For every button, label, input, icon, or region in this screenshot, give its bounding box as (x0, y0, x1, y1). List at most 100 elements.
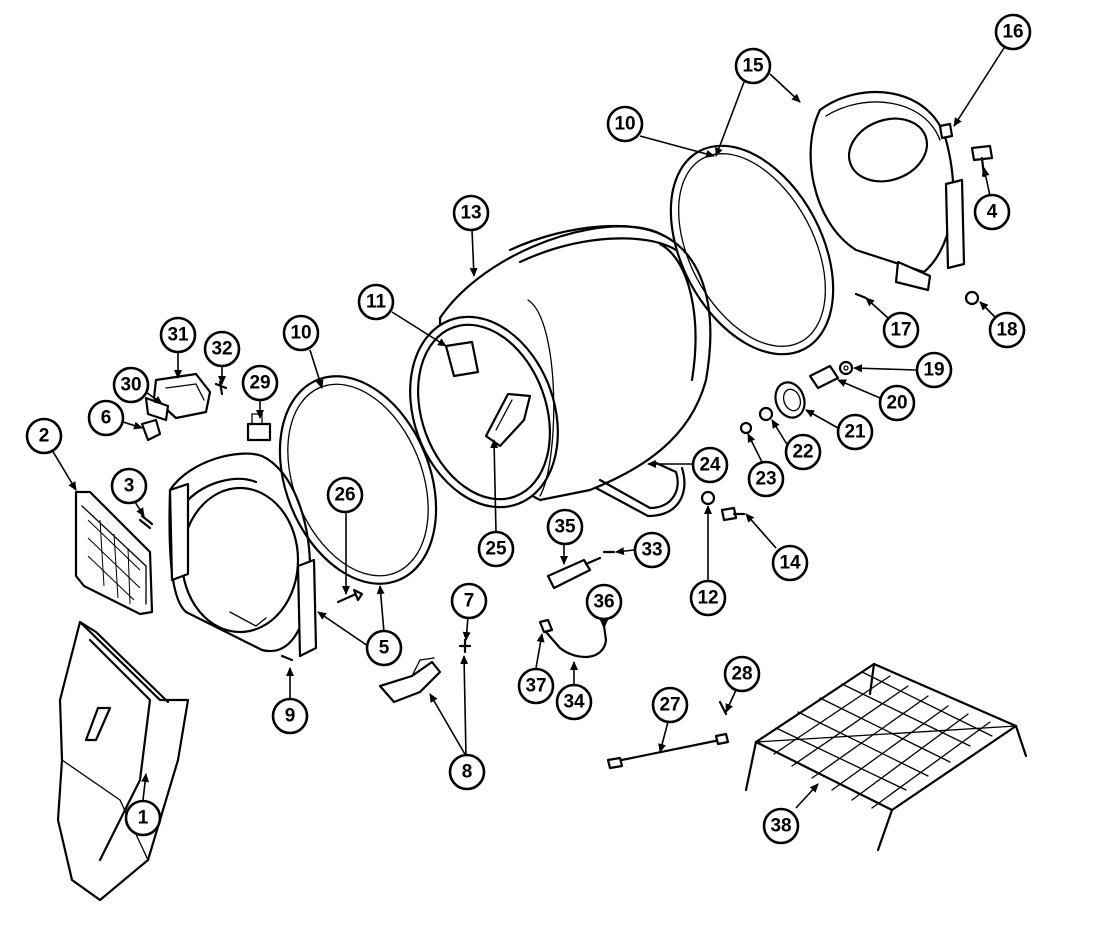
leader-3 (134, 501, 145, 517)
svg-text:1: 1 (138, 808, 149, 829)
callout-20: 20 (878, 384, 916, 422)
screw-14-part (720, 506, 746, 522)
leader-21 (805, 409, 839, 429)
svg-text:4: 4 (987, 202, 998, 223)
svg-text:27: 27 (659, 695, 680, 716)
svg-text:35: 35 (554, 517, 576, 538)
leader-5a (317, 611, 369, 647)
nut-18-part (964, 290, 980, 306)
svg-text:36: 36 (593, 592, 614, 613)
leader-8a (460, 655, 469, 757)
svg-text:28: 28 (731, 664, 752, 685)
leader-38 (795, 783, 819, 809)
callout-37: 37 (517, 667, 555, 705)
door-switch-part (144, 372, 212, 422)
callout-5: 5 (365, 629, 403, 667)
leader-37 (535, 633, 545, 669)
callout-38: 38 (762, 807, 800, 845)
leader-18 (979, 301, 997, 319)
lint-filter-part (74, 490, 154, 616)
callout-21: 21 (836, 413, 874, 451)
callout-7: 7 (450, 582, 488, 620)
callout-3: 3 (110, 467, 148, 505)
svg-text:2: 2 (39, 426, 50, 447)
wire-harness-part (538, 618, 608, 659)
callout-10-rear: 10 (606, 105, 644, 143)
leader-15a (715, 81, 745, 157)
callout-15: 15 (734, 47, 772, 85)
leader-10b (639, 135, 715, 158)
screw-26-part (336, 588, 364, 604)
svg-text:23: 23 (755, 469, 776, 490)
callout-12: 12 (689, 579, 727, 617)
roller-21-part (774, 381, 806, 419)
callout-35: 35 (546, 508, 584, 546)
svg-text:29: 29 (249, 373, 270, 394)
callout-19: 19 (915, 351, 953, 389)
callout-2: 2 (25, 417, 63, 455)
callout-29: 29 (241, 364, 279, 402)
leader-14 (745, 513, 777, 549)
callout-24: 24 (691, 446, 729, 484)
callout-26: 26 (326, 476, 364, 514)
screw-17-part (854, 292, 868, 300)
svg-text:6: 6 (101, 408, 112, 429)
leader-16 (953, 47, 1005, 127)
svg-text:11: 11 (366, 292, 387, 313)
callout-30: 30 (112, 366, 150, 404)
callout-18: 18 (988, 311, 1026, 349)
svg-text:22: 22 (792, 442, 813, 463)
svg-text:12: 12 (697, 588, 718, 609)
rear-felt-seal-part (669, 144, 835, 356)
leader-15b (769, 73, 801, 103)
callout-4: 4 (973, 193, 1011, 231)
leader-20 (837, 379, 881, 399)
nut-12-part (700, 490, 716, 506)
svg-text:25: 25 (485, 539, 507, 560)
svg-text:24: 24 (699, 455, 721, 476)
leader-28 (725, 689, 737, 713)
clip-23-part (739, 421, 753, 435)
callout-36: 36 (585, 583, 623, 621)
leader-30 (145, 391, 163, 405)
shaft-20-part (808, 364, 840, 390)
leader-25 (490, 439, 499, 533)
callout-13: 13 (452, 194, 490, 232)
washer-19-part (838, 360, 854, 376)
svg-text:17: 17 (890, 320, 911, 341)
sensor-35-part (546, 556, 602, 590)
plug-16-part (938, 122, 954, 140)
callout-16: 16 (994, 13, 1032, 51)
svg-text:19: 19 (923, 360, 944, 381)
screw-7-part (458, 638, 472, 654)
leader-11 (391, 311, 447, 347)
svg-text:32: 32 (211, 339, 232, 360)
callout-6: 6 (87, 399, 125, 437)
svg-text:33: 33 (641, 540, 662, 561)
hinge-8-part (378, 657, 442, 704)
baffle-clip-part (444, 340, 480, 378)
bolt-4-part (970, 144, 994, 178)
clip-29-part (246, 413, 272, 442)
svg-text:16: 16 (1002, 22, 1023, 43)
leader-10a (309, 349, 324, 389)
leader-4 (981, 167, 991, 197)
callout-23: 23 (747, 460, 785, 498)
svg-text:14: 14 (779, 553, 801, 574)
callout-14: 14 (771, 544, 809, 582)
svg-text:20: 20 (886, 393, 907, 414)
callout-1: 1 (124, 799, 162, 837)
leader-27 (658, 721, 669, 753)
leader-23 (747, 433, 763, 463)
leader-2 (51, 449, 77, 491)
callout-17: 17 (882, 311, 920, 349)
svg-text:31: 31 (167, 325, 189, 346)
svg-text:5: 5 (379, 638, 390, 659)
svg-text:7: 7 (464, 591, 475, 612)
callout-22: 22 (784, 433, 822, 471)
roller-bracket-part (594, 460, 686, 518)
svg-text:30: 30 (120, 375, 141, 396)
leader-19 (853, 364, 917, 373)
pin-28-part (718, 700, 728, 716)
